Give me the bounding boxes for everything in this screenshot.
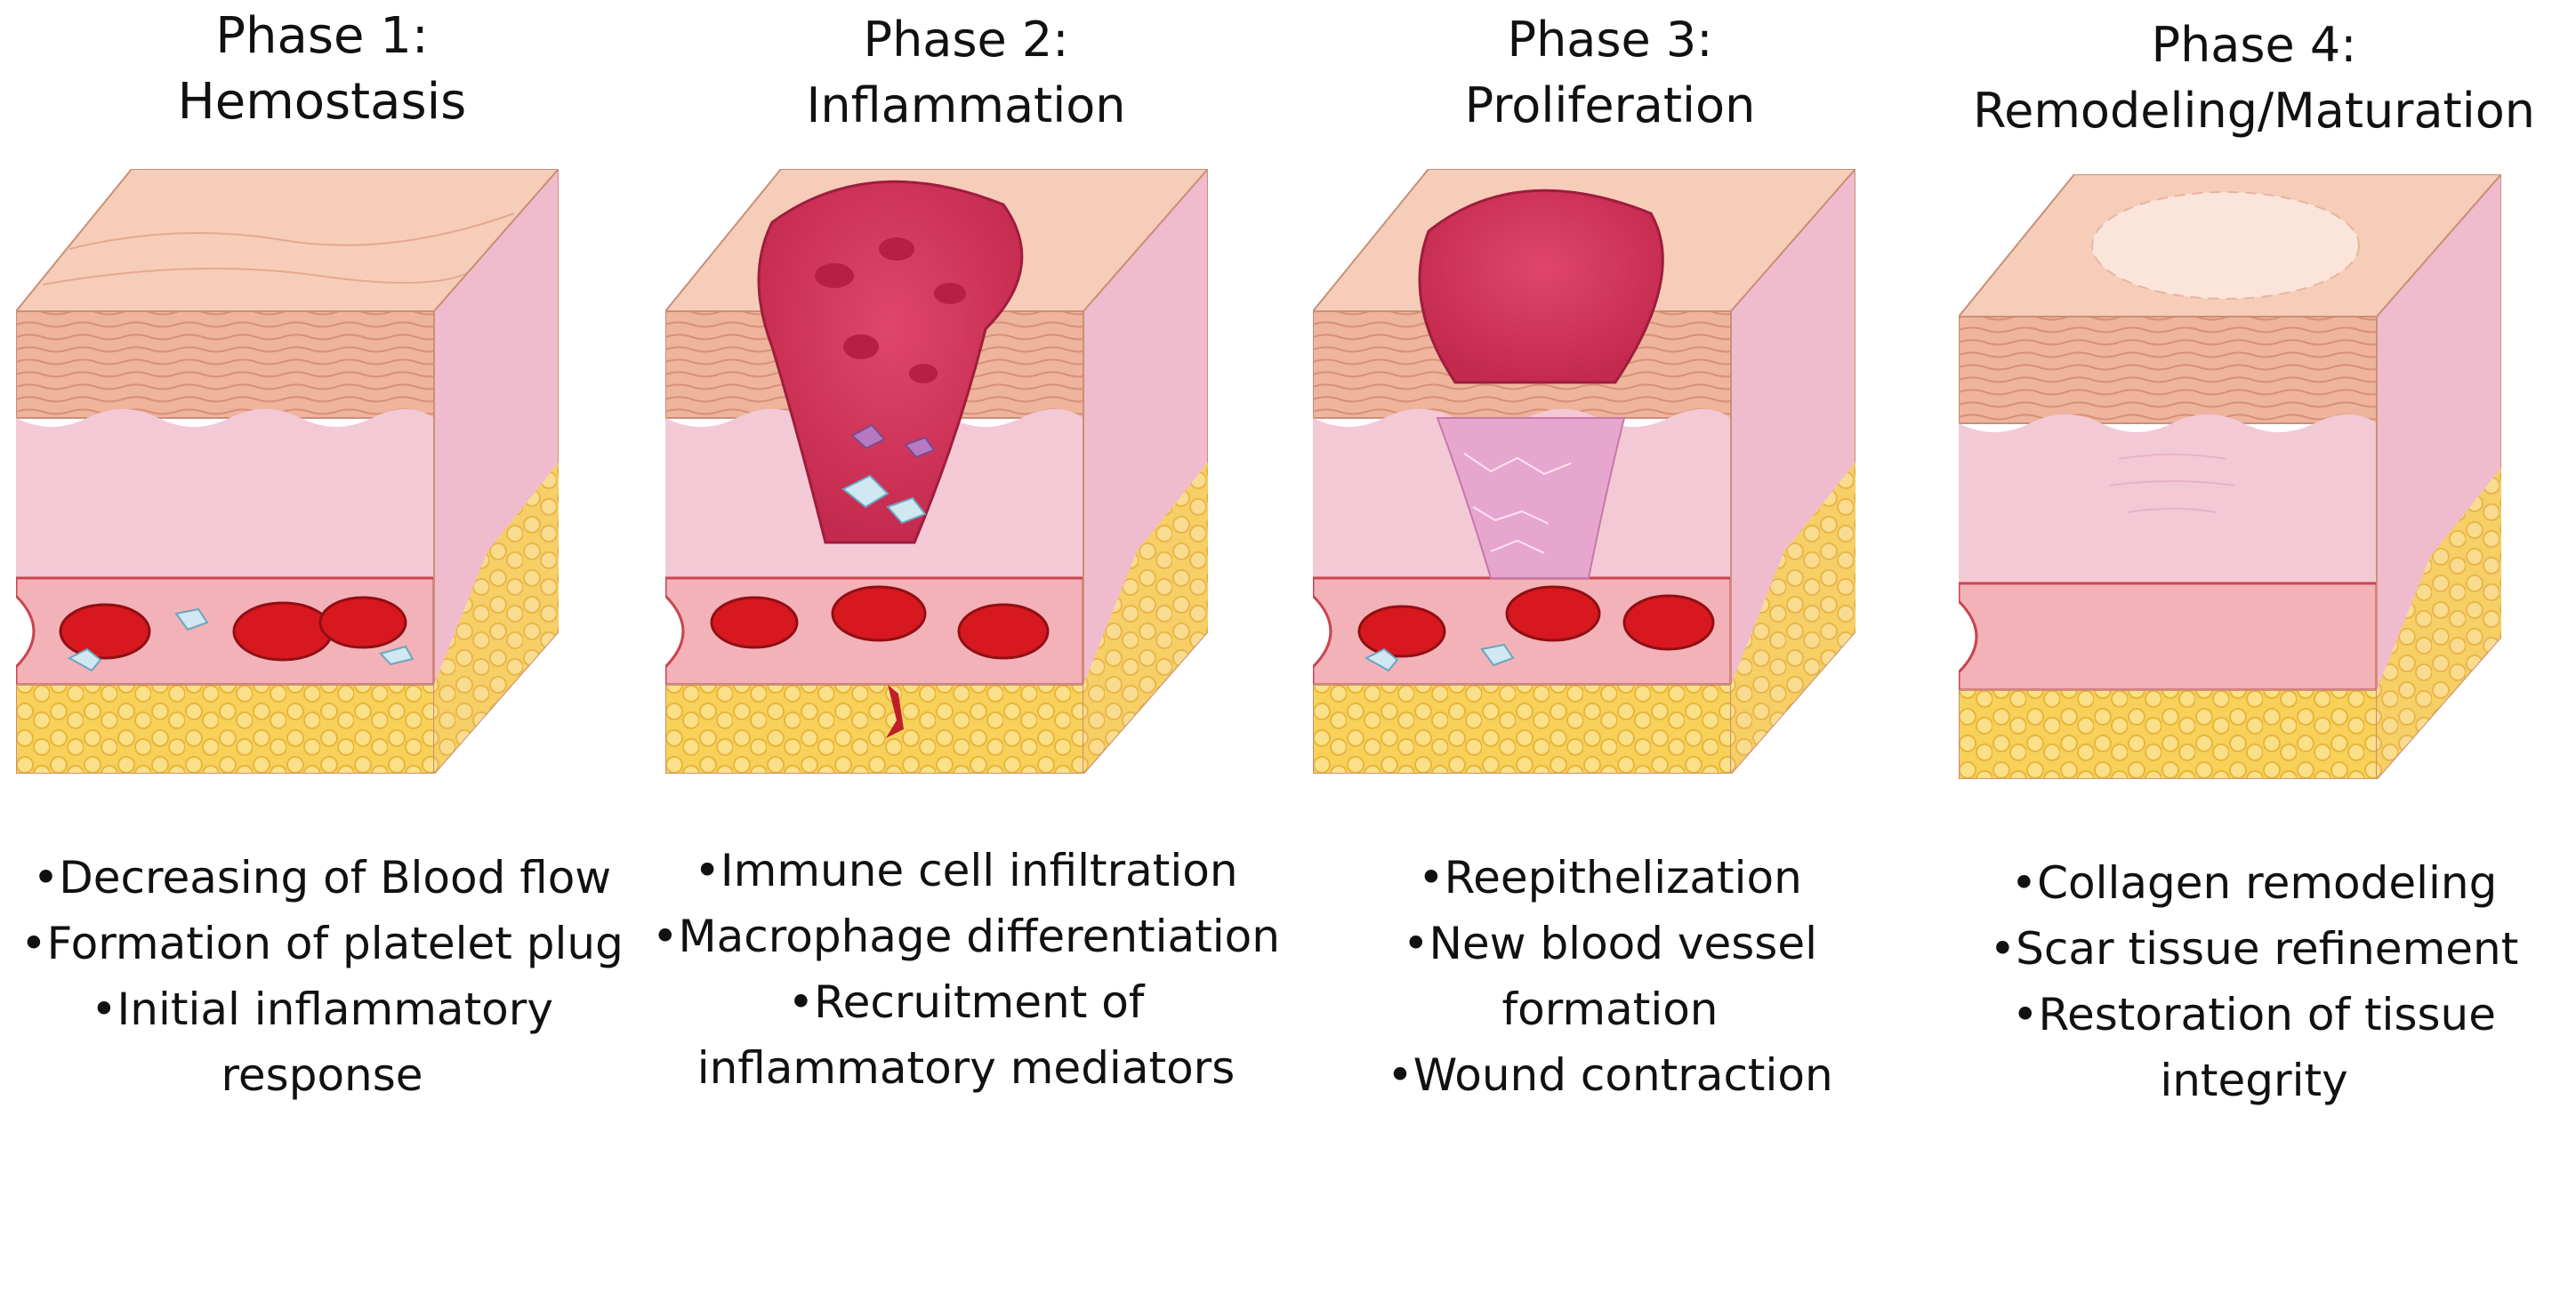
phase-3-bullet-1: •Reepithelization (1418, 852, 1802, 903)
phase-1-skin-illustration (16, 169, 559, 774)
phase-1-title-line1: Phase 1: (215, 7, 429, 65)
phase-3-bullets: •Reepithelization •New blood vessel form… (1288, 845, 1932, 1108)
phase-2-bullet-3: •Recruitment of inflammatory mediators (696, 976, 1236, 1094)
phase-2-bullets: •Immune cell infiltration •Macrophage di… (644, 838, 1288, 1101)
phase-3-panel: Phase 3: Proliferation •Reepithelization… (1288, 0, 1932, 1301)
phase-3-title-line1: Phase 3: (1507, 12, 1713, 68)
phase-1-title-line2: Hemostasis (177, 73, 467, 131)
phase-4-bullets: •Collagen remodeling •Scar tissue refine… (1932, 850, 2576, 1113)
phase-2-bullet-2: •Macrophage differentiation (652, 911, 1280, 962)
phase-2-bullet-1: •Immune cell infiltration (694, 845, 1238, 896)
phase-3-title: Phase 3: Proliferation (1288, 7, 1932, 139)
phase-3-title-line2: Proliferation (1464, 77, 1756, 133)
phase-2-title: Phase 2: Inflammation (644, 7, 1288, 139)
phase-1-bullets: •Decreasing of Blood flow •Formation of … (0, 845, 644, 1108)
phase-4-skin-illustration (1959, 174, 2501, 779)
phase-1-panel: Phase 1: Hemostasis •Decreasing of Blood… (0, 0, 644, 1301)
phase-4-bullet-1: •Collagen remodeling (2010, 857, 2498, 909)
phase-4-bullet-3: •Restoration of tissue integrity (2012, 989, 2496, 1106)
phase-2-panel: Phase 2: Inflammation •Immune cell infil… (644, 0, 1288, 1301)
phase-3-bullet-2: •New blood vessel formation (1403, 918, 1817, 1035)
phase-2-title-line2: Inflammation (806, 77, 1126, 133)
phase-3-bullet-3: •Wound contraction (1387, 1049, 1833, 1101)
phase-4-bullet-2: •Scar tissue refinement (1989, 923, 2519, 975)
phase-4-title-line2: Remodeling/Maturation (1973, 83, 2535, 139)
phase-2-title-line1: Phase 2: (863, 12, 1069, 68)
phase-1-bullet-1: •Decreasing of Blood flow (32, 852, 612, 903)
phase-3-skin-illustration (1313, 169, 1856, 774)
phase-2-skin-illustration (665, 169, 1208, 774)
phase-4-panel: Phase 4: Remodeling/Maturation •Collagen… (1932, 0, 2576, 1301)
phase-4-title: Phase 4: Remodeling/Maturation (1932, 12, 2576, 144)
phase-4-title-line1: Phase 4: (2151, 17, 2357, 73)
phase-1-bullet-3: •Initial inflammatory response (91, 984, 553, 1101)
phase-1-bullet-2: •Formation of platelet plug (20, 918, 624, 969)
phase-1-title: Phase 1: Hemostasis (0, 4, 644, 135)
